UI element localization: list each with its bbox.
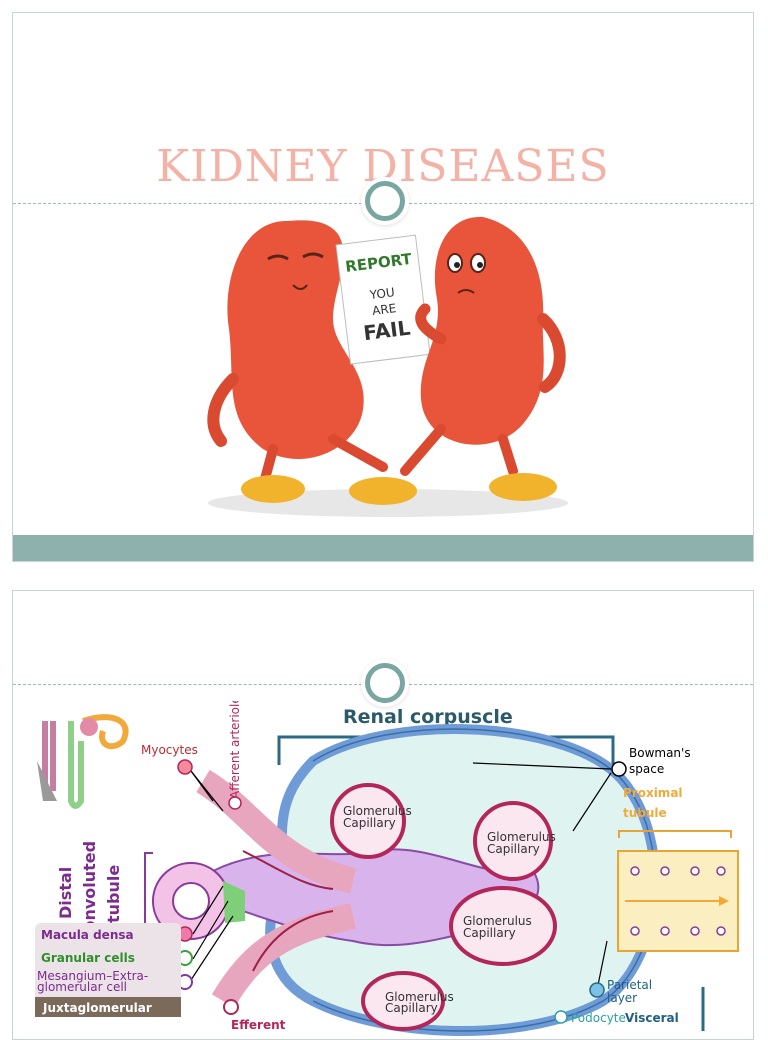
slide-kidney-diseases: KIDNEY DISEASES REPORT YOU ARE FAIL: [12, 12, 754, 562]
label-juxtaglomerular: Juxtaglomerular: [42, 1001, 152, 1015]
label-macula-densa: Macula densa: [41, 928, 134, 942]
label-myocytes: Myocytes: [141, 743, 198, 757]
label-proximal-2: tubule: [623, 806, 667, 820]
label-podocyte: Podocyte: [571, 1011, 626, 1025]
capillary-label-2b: Capillary: [487, 842, 540, 856]
label-parietal-2: layer: [607, 991, 637, 1005]
label-distal-1: Distal: [56, 867, 75, 919]
capillary-label-1b: Capillary: [343, 816, 396, 830]
label-parietal-1: Parietal: [607, 978, 652, 992]
label-distal-3: tubule: [104, 865, 123, 923]
slide-renal-corpuscle: Renal corpuscle Glomerulus Capillary Glo…: [12, 590, 754, 1040]
label-bowmans-2: space: [629, 762, 664, 776]
capillary-label-3b: Capillary: [463, 926, 516, 940]
report-line-2: ARE: [371, 301, 397, 318]
divider-ring-icon: [365, 663, 405, 703]
label-visceral: Visceral: [625, 1011, 679, 1025]
renal-corpuscle-diagram: Renal corpuscle Glomerulus Capillary Glo…: [13, 701, 754, 1040]
label-proximal-1: Proximal: [623, 786, 683, 800]
label-bowmans-1: Bowman's: [629, 746, 691, 760]
capillary-label-4b: Capillary: [385, 1001, 438, 1015]
kidney-cartoon-illustration: REPORT YOU ARE FAIL: [193, 209, 583, 521]
label-afferent-arteriole: Afferent arteriole: [228, 701, 242, 799]
label-efferent: Efferent: [231, 1018, 286, 1032]
label-granular-cells: Granular cells: [41, 951, 135, 965]
label-mesangium-2: glomerular cell: [37, 980, 127, 994]
diagram-heading: Renal corpuscle: [343, 706, 513, 728]
slide-footer-band: [13, 535, 753, 561]
nephron-thumbnail-icon: [37, 717, 126, 806]
